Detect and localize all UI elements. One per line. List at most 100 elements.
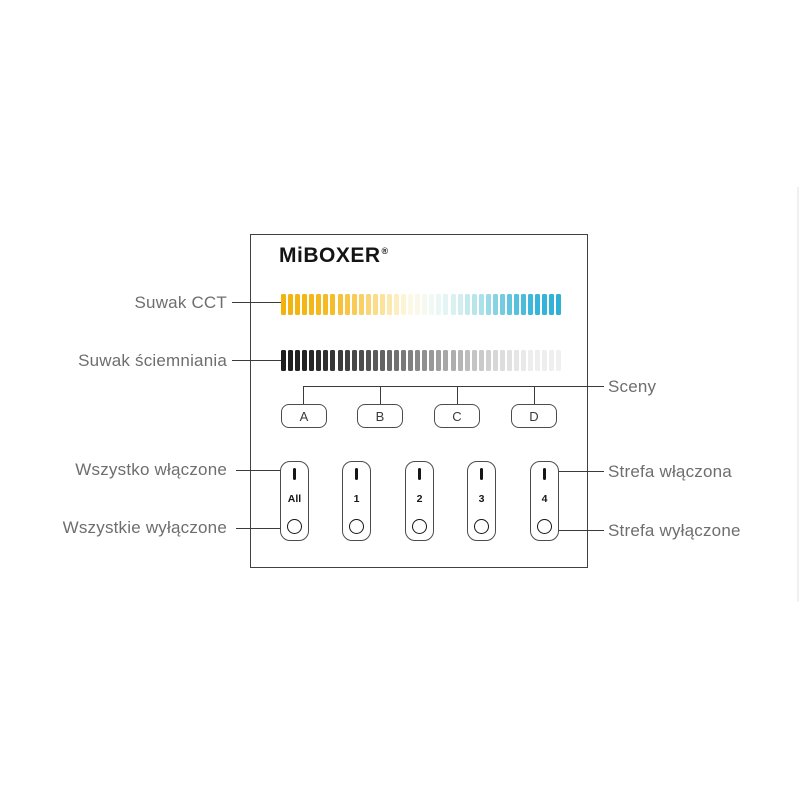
zone-button-3[interactable]: 3 (467, 461, 496, 541)
slider-segment (556, 294, 562, 315)
slider-segment (422, 350, 428, 371)
callout-label-dimming: Suwak ściemniania (78, 351, 227, 370)
slider-segment (337, 350, 343, 371)
slider-segment (323, 350, 329, 371)
zone-all-on-icon[interactable] (293, 468, 296, 480)
slider-segment (436, 350, 442, 371)
slider-segment (351, 294, 357, 315)
slider-segment (386, 294, 392, 315)
slider-segment (492, 350, 498, 371)
slider-segment (401, 294, 407, 315)
scene-stub-a (303, 386, 304, 404)
callout-label-cct: Suwak CCT (134, 293, 227, 312)
slider-segment (401, 350, 407, 371)
slider-segment (302, 350, 308, 371)
scene-stub-d (534, 386, 535, 404)
slider-segment (295, 294, 301, 315)
scene-button-a[interactable]: A (281, 404, 327, 428)
zone-3-label: 3 (478, 493, 485, 506)
callout-line-all-on (236, 470, 292, 471)
scene-stub-b (380, 386, 381, 404)
callout-label-all-off: Wszystkie wyłączone (62, 518, 227, 537)
dimming-slider[interactable] (281, 350, 562, 371)
zone-4-on-icon[interactable] (543, 468, 546, 480)
slider-segment (436, 294, 442, 315)
slider-segment (288, 350, 294, 371)
image-edge-line (797, 187, 799, 602)
slider-segment (478, 350, 484, 371)
slider-segment (457, 350, 463, 371)
scene-button-b-label: B (375, 408, 385, 424)
zone-all-off-icon[interactable] (287, 519, 302, 534)
zone-1-on-icon[interactable] (355, 468, 358, 480)
callout-label-all-on: Wszystko włączone (75, 460, 227, 479)
scene-button-a-label: A (299, 408, 309, 424)
slider-segment (542, 294, 548, 315)
slider-segment (330, 350, 336, 371)
slider-segment (281, 294, 286, 315)
zone-3-off-icon[interactable] (474, 519, 489, 534)
slider-segment (507, 350, 512, 371)
scene-button-c-label: C (452, 408, 462, 424)
scene-button-d-label: D (529, 408, 539, 424)
callout-line-dimming (232, 360, 281, 361)
callout-label-zone-on: Strefa włączona (608, 462, 732, 481)
slider-segment (365, 294, 371, 315)
zone-button-4[interactable]: 4 (530, 461, 559, 541)
scene-button-b[interactable]: B (357, 404, 403, 428)
zone-button-2[interactable]: 2 (405, 461, 434, 541)
callout-label-scenes: Sceny (608, 377, 657, 396)
scene-connector-line (303, 386, 604, 387)
slider-segment (288, 294, 294, 315)
callout-line-all-off (236, 528, 288, 529)
slider-segment (379, 350, 385, 371)
zone-3-on-icon[interactable] (480, 468, 483, 480)
zone-4-off-icon[interactable] (537, 519, 552, 534)
slider-segment (528, 294, 534, 315)
slider-segment (344, 294, 350, 315)
slider-segment (358, 294, 364, 315)
zone-button-1[interactable]: 1 (342, 461, 371, 541)
slider-segment (309, 294, 315, 315)
callout-line-cct (232, 302, 281, 303)
cct-slider[interactable] (281, 294, 562, 315)
zone-2-off-icon[interactable] (412, 519, 427, 534)
scene-button-c[interactable]: C (434, 404, 480, 428)
slider-segment (316, 350, 322, 371)
slider-segment (330, 294, 336, 315)
brand-logo-text: MiBOXER (279, 244, 381, 267)
slider-segment (556, 350, 562, 371)
zone-2-on-icon[interactable] (418, 468, 421, 480)
slider-segment (422, 294, 428, 315)
slider-segment (302, 294, 308, 315)
slider-segment (365, 350, 371, 371)
slider-segment (358, 350, 364, 371)
slider-segment (521, 294, 527, 315)
slider-segment (443, 350, 449, 371)
slider-segment (323, 294, 329, 315)
slider-segment (386, 350, 392, 371)
slider-segment (309, 350, 315, 371)
slider-segment (514, 294, 520, 315)
slider-segment (514, 350, 520, 371)
slider-segment (485, 350, 491, 371)
slider-segment (542, 350, 548, 371)
zone-2-label: 2 (416, 493, 423, 506)
slider-segment (528, 350, 534, 371)
slider-segment (549, 294, 555, 315)
slider-segment (429, 350, 435, 371)
slider-segment (521, 350, 527, 371)
slider-segment (295, 350, 301, 371)
slider-segment (372, 350, 378, 371)
scene-button-d[interactable]: D (511, 404, 557, 428)
zone-button-all[interactable]: All (280, 461, 309, 541)
zone-1-label: 1 (353, 493, 360, 506)
slider-segment (394, 294, 399, 315)
slider-segment (408, 294, 414, 315)
slider-segment (507, 294, 512, 315)
slider-segment (471, 350, 477, 371)
zone-1-off-icon[interactable] (349, 519, 364, 534)
slider-segment (535, 350, 541, 371)
callout-label-zone-off: Strefa wyłączone (608, 521, 741, 540)
